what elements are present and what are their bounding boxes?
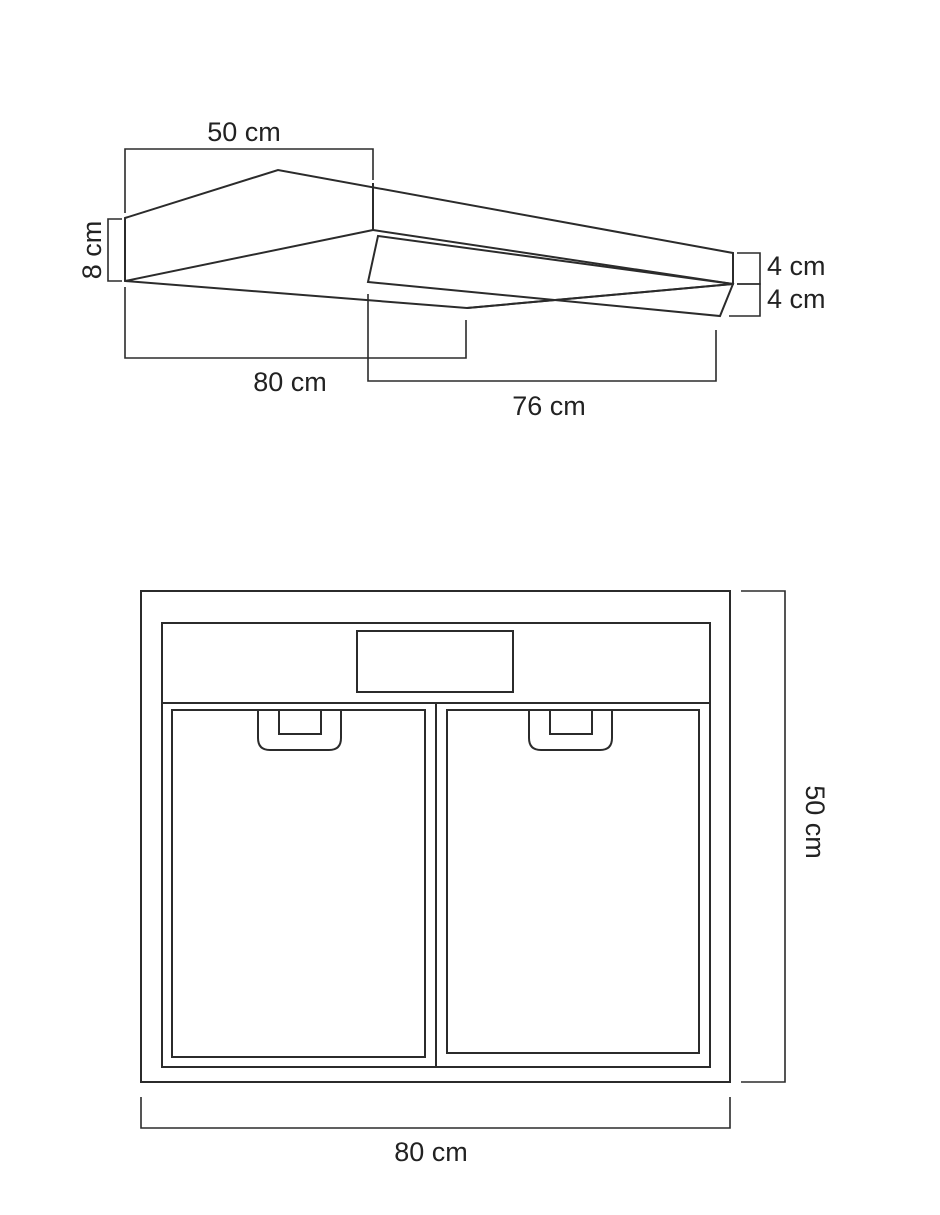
panel-width-dimension-line [367, 294, 717, 382]
bottom-width-dimension-line [140, 1097, 731, 1129]
bottom-depth-dimension-label: 50 cm [800, 785, 830, 859]
control-panel [356, 630, 514, 693]
left-filter-handle [257, 710, 342, 751]
depth-dimension-label: 50 cm [207, 117, 281, 147]
bottom-step-dimension-label: 4 cm [767, 284, 826, 314]
bottom-width-dimension-label: 80 cm [394, 1137, 468, 1167]
height-dimension-label: 8 cm [77, 221, 107, 280]
sliding-panel [366, 234, 735, 318]
right-filter-handle [528, 710, 613, 751]
bottom-step-dimension-line [729, 283, 761, 317]
left-grease-filter [171, 709, 426, 1058]
height-dimension-line [107, 218, 122, 282]
width-dimension-label: 80 cm [253, 367, 327, 397]
hood-underside-diagonal [466, 283, 734, 309]
left-filter-handle-inner [278, 710, 322, 735]
right-grease-filter [446, 709, 700, 1054]
bottom-view: 50 cm 80 cm [140, 590, 830, 1167]
depth-dimension-line [124, 148, 374, 213]
bottom-depth-dimension-line [741, 590, 786, 1083]
right-filter-handle-inner [549, 710, 593, 735]
hood-front-top-edge [124, 229, 374, 282]
width-dimension-line [124, 287, 467, 359]
top-step-dimension-label: 4 cm [767, 251, 826, 281]
hood-outer-frame [140, 590, 731, 1083]
top-step-dimension-line [737, 252, 761, 285]
iso-view: 50 cm 8 cm 80 cm 76 cm 4 cm 4 cm [77, 117, 826, 421]
panel-width-dimension-label: 76 cm [512, 391, 586, 421]
